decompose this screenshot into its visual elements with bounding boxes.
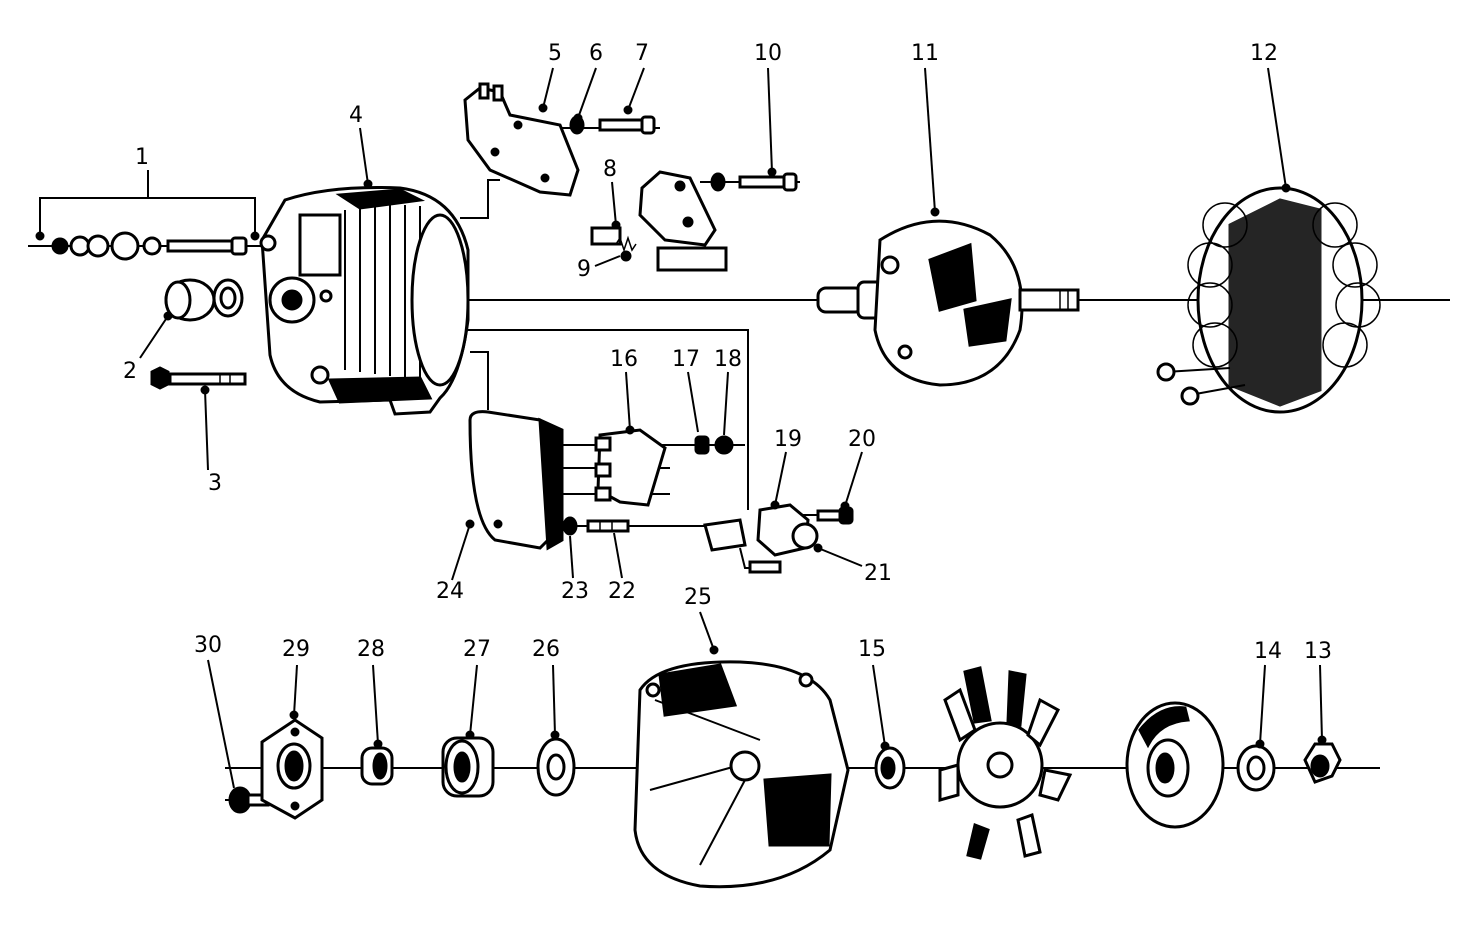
part-4-end-frame: [259, 186, 470, 416]
part-1-bolt-hardware: [51, 231, 248, 261]
callout-23: 23: [561, 579, 589, 604]
callout-19: 19: [774, 427, 802, 452]
callout-14: 14: [1254, 639, 1282, 664]
part-15-spacer: [874, 746, 906, 790]
callout-10: 10: [754, 41, 782, 66]
part-9-spring: [615, 235, 637, 262]
part-28-bushing: [360, 746, 394, 786]
part-3-bolt: [150, 366, 247, 390]
callout-24: 24: [436, 579, 464, 604]
part-7-screw: [598, 115, 656, 135]
part-26-slinger: [536, 737, 576, 797]
fan-blades: [938, 666, 1073, 860]
part-23-washer: [562, 516, 578, 536]
part-8-brush: [590, 226, 622, 246]
callout-labels: 1 2 3 4 5 6 7 8 9 10 11 12 13 14 15 16 1…: [123, 41, 1332, 664]
callout-12: 12: [1250, 41, 1278, 66]
part-20-screw: [816, 506, 854, 525]
callout-5: 5: [548, 41, 562, 66]
part-12-stator: [1156, 186, 1381, 414]
callout-8: 8: [603, 157, 617, 182]
callout-2: 2: [123, 359, 137, 384]
part-11-rotor: [816, 219, 1080, 387]
callout-20: 20: [848, 427, 876, 452]
part-10-screw: [710, 172, 798, 192]
callout-4: 4: [349, 103, 363, 128]
part-19-terminal: [756, 503, 819, 557]
callout-17: 17: [672, 347, 700, 372]
part-30-screw: [228, 786, 270, 814]
leader-dots: [35, 103, 1327, 751]
stator-winding-loops: [1187, 202, 1381, 368]
callout-13: 13: [1304, 639, 1332, 664]
callout-1: 1: [135, 145, 149, 170]
part-17-bushing: [694, 435, 710, 455]
part-25-drive-end-frame: [633, 660, 850, 889]
part-2-bearing-cap: [164, 278, 244, 322]
part-16-diode-bridge: [594, 428, 667, 507]
part-24-rectifier-cover: [468, 410, 564, 551]
callout-22: 22: [608, 579, 636, 604]
callout-29: 29: [282, 637, 310, 662]
callout-25: 25: [684, 585, 712, 610]
callout-7: 7: [635, 41, 649, 66]
callout-30: 30: [194, 633, 222, 658]
part-14-lock-washer: [1236, 744, 1276, 792]
callout-27: 27: [463, 637, 491, 662]
callout-15: 15: [858, 637, 886, 662]
part-27-ball-bearing: [441, 736, 495, 798]
part-21-capacitor: [703, 518, 782, 574]
callout-3: 3: [208, 471, 222, 496]
part-13-nut: [1303, 742, 1342, 784]
callout-26: 26: [532, 637, 560, 662]
callout-9: 9: [577, 257, 591, 282]
part-5-bracket: [463, 82, 580, 197]
part-29-retainer-plate: [260, 718, 324, 820]
callout-16: 16: [610, 347, 638, 372]
callout-28: 28: [357, 637, 385, 662]
fan: [938, 666, 1073, 860]
pulley: [1125, 701, 1225, 829]
callout-21: 21: [864, 561, 892, 586]
callout-6: 6: [589, 41, 603, 66]
part-22-screw: [586, 519, 630, 533]
callout-11: 11: [911, 41, 939, 66]
callout-18: 18: [714, 347, 742, 372]
brush-holder: [638, 170, 728, 272]
leader-lines: [39, 67, 1323, 789]
part-18-nut: [714, 435, 734, 455]
